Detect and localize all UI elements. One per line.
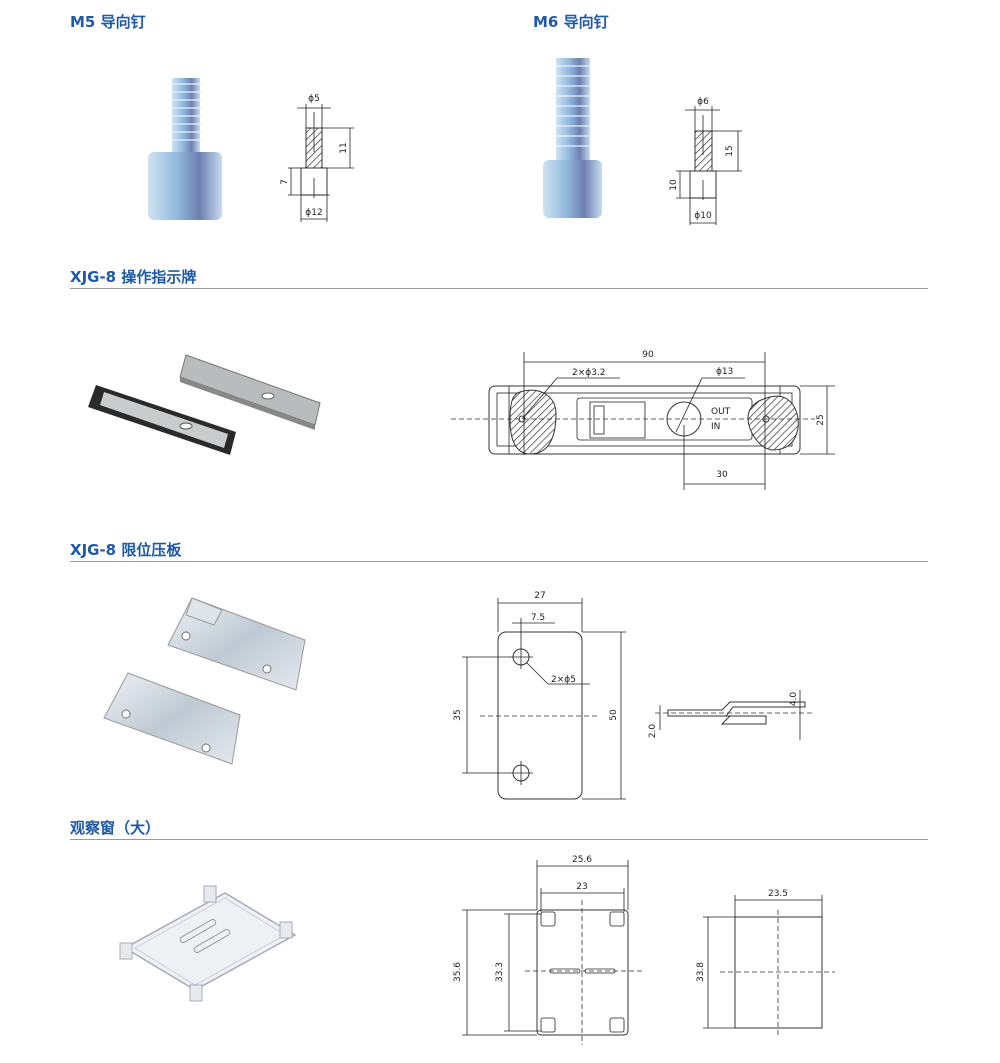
m5-pin-photo xyxy=(148,78,222,220)
m6-pin-photo xyxy=(543,58,602,218)
dim-label: 33.8 xyxy=(696,962,706,982)
m5-title: M5 导向钉 xyxy=(70,13,146,31)
window-title: 观察窗（大） xyxy=(70,819,161,837)
indicator-dimension-drawing: OUT IN 90 2×ϕ3.2 ϕ13 25 30 xyxy=(451,350,835,490)
dim-label: ϕ12 xyxy=(305,208,322,218)
dim-label: 30 xyxy=(716,470,728,480)
divider xyxy=(70,561,928,562)
dim-label: 2×ϕ3.2 xyxy=(572,368,606,378)
dim-label: 7.5 xyxy=(531,613,545,623)
dim-label: 23.5 xyxy=(768,889,788,899)
divider xyxy=(70,839,928,840)
m5-dimension-drawing: ϕ5 11 7 ϕ12 xyxy=(280,94,354,222)
plate-dimension-drawing: 27 7.5 2×ϕ5 35 50 4.0 2.0 xyxy=(453,591,815,800)
dim-label: 10 xyxy=(669,179,679,191)
window-dimension-drawing: 25.6 23 35.6 33.3 23.5 33.8 xyxy=(453,855,835,1045)
dim-label: 23 xyxy=(576,882,587,892)
dim-label: 35.6 xyxy=(453,962,463,982)
indicator-photo xyxy=(88,354,321,455)
dim-label: 2×ϕ5 xyxy=(551,675,576,685)
m6-title: M6 导向钉 xyxy=(533,13,609,31)
dim-label: 11 xyxy=(339,142,349,153)
divider xyxy=(70,288,928,289)
dim-label: ϕ13 xyxy=(716,367,733,377)
plate-photo xyxy=(103,597,306,765)
dim-label: 2.0 xyxy=(648,724,658,739)
indicator-title: XJG-8 操作指示牌 xyxy=(70,268,197,286)
out-label: OUT xyxy=(711,407,731,417)
dim-label: 4.0 xyxy=(789,692,799,707)
dim-label: 33.3 xyxy=(495,962,505,982)
in-label: IN xyxy=(711,422,720,432)
dim-label: 15 xyxy=(725,145,735,156)
plate-title: XJG-8 限位压板 xyxy=(70,541,182,559)
dim-label: 35 xyxy=(453,709,463,720)
dim-label: ϕ5 xyxy=(308,94,320,104)
window-photo xyxy=(119,885,297,1002)
dim-label: 25.6 xyxy=(572,855,592,865)
dim-label: 7 xyxy=(280,179,290,185)
m6-dimension-drawing: ϕ6 15 10 ϕ10 xyxy=(669,97,742,225)
dim-label: 25 xyxy=(816,414,826,425)
dim-label: 27 xyxy=(534,591,545,601)
dim-label: 90 xyxy=(642,350,654,360)
dim-label: ϕ6 xyxy=(697,97,709,107)
dim-label: ϕ10 xyxy=(694,211,712,221)
dim-label: 50 xyxy=(609,709,619,721)
